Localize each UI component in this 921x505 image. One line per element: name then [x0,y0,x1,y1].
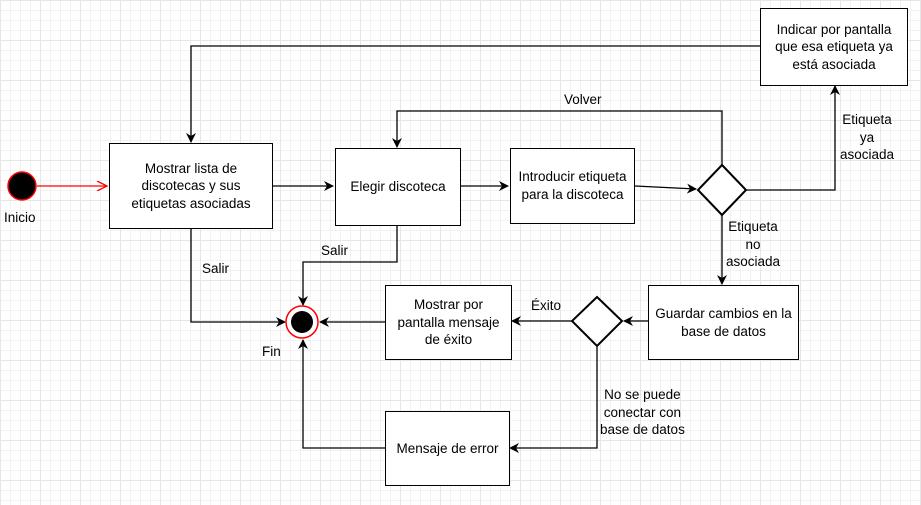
node-mensaje-exito: Mostrar por pantalla mensaje de éxito [385,285,512,360]
node-mensaje-error: Mensaje de error [385,411,510,486]
node-indicar-asociada: Indicar por pantalla que esa etiqueta ya… [760,8,908,86]
label-no-se-puede-conectar: No se puede conectar con base de datos [600,387,685,438]
decision-conexion [570,295,624,348]
edge-volver [392,110,723,165]
node-introducir-etiqueta: Introducir etiqueta para la discoteca [510,148,635,224]
node-guardar-cambios: Guardar cambios en la base de datos [648,285,799,360]
label-salir-lista: Salir [202,261,230,276]
label-fin: Fin [262,344,281,359]
label-volver: Volver [564,92,602,107]
edge-indicar-to-list [186,45,760,143]
label-exito: Éxito [531,298,562,313]
edge-list-salir [190,229,286,327]
edge-elegir-salir [298,226,398,306]
edge-decision-to-indicar [746,85,840,191]
node-elegir-discoteca: Elegir discoteca [335,148,461,226]
decision-etiqueta [696,163,748,217]
end-node [291,311,313,333]
edge-decision2-to-error [509,346,598,453]
start-node [7,171,37,201]
edge-error-to-fin [298,339,385,449]
node-mostrar-lista: Mostrar lista de discotecas y sus etique… [109,143,273,229]
edge-introducir-to-decision [634,183,697,194]
label-salir-elegir: Salir [321,243,349,258]
label-inicio: Inicio [4,210,36,225]
label-etiqueta-ya-asociada: Etiqueta ya asociada [840,112,895,163]
label-etiqueta-no-asociada: Etiqueta no asociada [726,219,781,270]
